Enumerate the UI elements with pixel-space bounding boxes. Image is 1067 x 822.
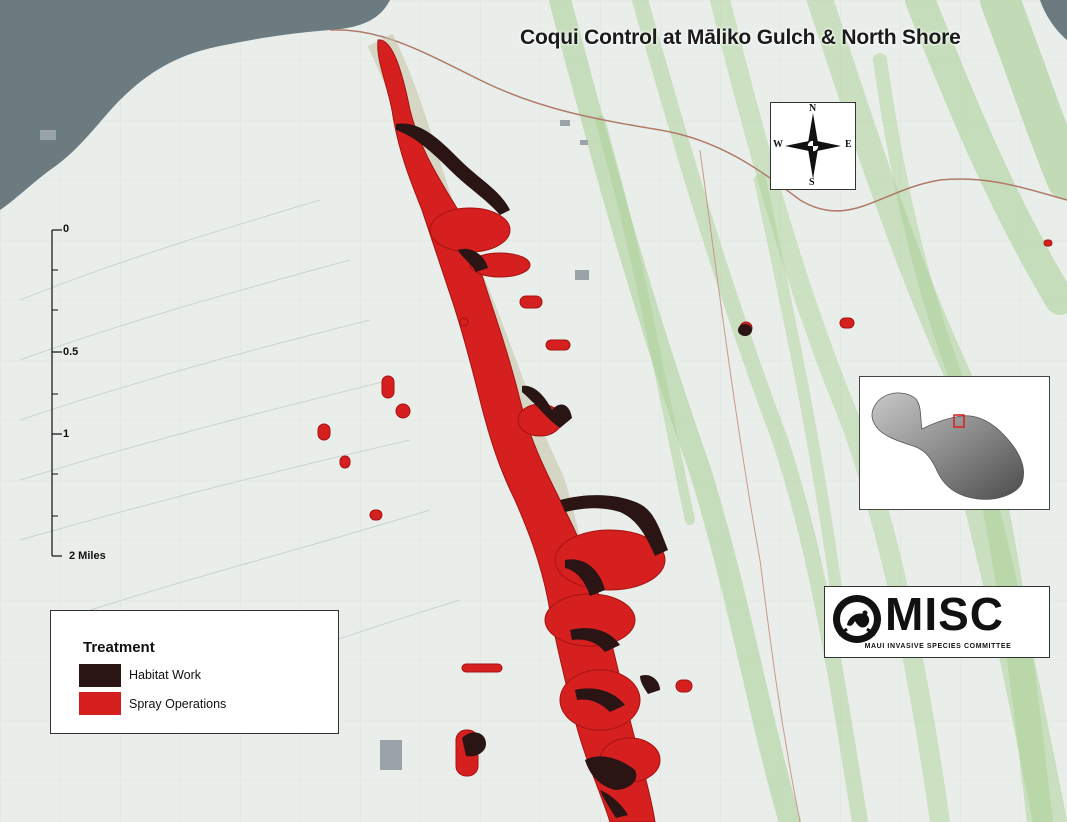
ocean xyxy=(0,0,390,210)
map-title: Coqui Control at Māliko Gulch & North Sh… xyxy=(520,26,961,49)
ocean-northeast xyxy=(1040,0,1067,40)
legend-title: Treatment xyxy=(83,639,155,656)
scale-label-2-miles: 2 Miles xyxy=(69,550,106,562)
compass-north: N xyxy=(809,103,817,114)
island-locator-inset xyxy=(859,376,1050,510)
logo-subtitle: MAUI INVASIVE SPECIES COMMITTEE xyxy=(864,643,1012,650)
scale-bar-ruler xyxy=(51,229,62,557)
habitat-work-areas xyxy=(396,123,752,818)
scale-label-1: 1 xyxy=(63,428,70,440)
highway-road xyxy=(329,29,1067,212)
scale-label-half: 0.5 xyxy=(63,346,79,358)
legend-item-spray-operations: Spray Operations xyxy=(129,697,227,711)
secondary-road xyxy=(699,149,801,822)
compass-east: E xyxy=(845,139,852,150)
legend-swatch-habitat-work xyxy=(79,664,121,687)
coqui-frog-logo-icon xyxy=(833,595,881,643)
vegetation-bands xyxy=(549,0,1067,822)
legend-swatch-spray-operations xyxy=(79,692,121,715)
compass-west: W xyxy=(773,139,783,150)
compass-rose-icon xyxy=(785,113,841,179)
contour-lines xyxy=(19,199,461,721)
scale-bar: 0 0.5 1 2 Miles xyxy=(36,223,126,571)
compass-south: S xyxy=(809,177,815,188)
logo-wordmark: MISC xyxy=(885,588,1004,640)
spray-operations-areas xyxy=(317,39,1053,822)
legend-item-habitat-work: Habitat Work xyxy=(129,668,202,682)
map-legend: Treatment Habitat Work Spray Operations xyxy=(50,610,339,734)
misc-logo: MISC MAUI INVASIVE SPECIES COMMITTEE xyxy=(824,586,1050,658)
north-arrow: N S E W xyxy=(770,102,856,190)
scale-label-0: 0 xyxy=(63,223,70,235)
maui-island-shape xyxy=(871,392,1024,500)
locator-box xyxy=(953,414,965,428)
town-buildings xyxy=(40,120,589,770)
